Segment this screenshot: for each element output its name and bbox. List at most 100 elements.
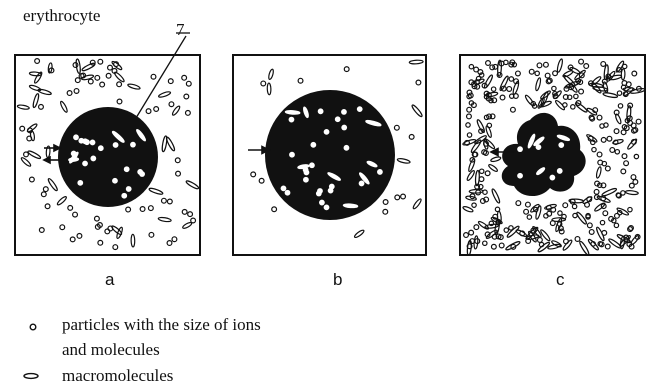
small-particle: [467, 133, 471, 137]
macromolecule-particle: [515, 229, 527, 238]
small-particle: [324, 129, 329, 134]
small-particle: [597, 115, 602, 120]
small-particle: [602, 231, 607, 236]
small-particle: [154, 107, 159, 112]
small-particle: [601, 62, 606, 67]
macromolecule-particle: [268, 69, 274, 80]
small-particle: [359, 181, 364, 186]
small-particle: [557, 169, 562, 174]
small-particle: [98, 59, 103, 64]
small-particle: [39, 104, 44, 109]
small-particle: [24, 152, 29, 157]
small-particle: [90, 140, 95, 145]
macromolecule-particle: [490, 156, 501, 162]
macromolecule-particle: [158, 217, 171, 223]
small-particle: [70, 237, 75, 242]
small-particle: [335, 117, 340, 122]
erythrocyte-cell-c: [502, 113, 586, 196]
small-particle: [493, 64, 498, 69]
small-particle: [357, 107, 362, 112]
small-particle: [589, 230, 594, 235]
small-particle: [261, 81, 266, 86]
erythrocyte-cell-b: [265, 90, 395, 220]
small-particle: [629, 183, 634, 188]
small-particle: [607, 136, 612, 141]
small-particle: [395, 195, 400, 200]
small-particle: [184, 94, 189, 99]
small-particle: [563, 103, 567, 107]
small-particle: [35, 59, 40, 64]
small-particle: [79, 138, 84, 143]
small-particle: [507, 87, 512, 92]
small-particle: [113, 245, 118, 250]
small-particle: [605, 166, 610, 171]
small-particle: [108, 65, 113, 70]
small-particle: [545, 73, 550, 78]
small-particle: [587, 223, 592, 228]
small-particle: [117, 99, 122, 104]
macromolecule-particle: [158, 91, 171, 98]
small-particle: [186, 111, 191, 116]
macromolecule-particle: [579, 240, 590, 255]
small-particle: [594, 189, 599, 194]
small-particle: [91, 156, 96, 161]
small-particle: [88, 79, 93, 84]
small-particle: [298, 78, 303, 83]
small-particle: [149, 232, 154, 237]
small-particle: [60, 225, 65, 230]
small-particle: [126, 207, 131, 212]
macromolecule-particle: [47, 178, 58, 192]
small-particle: [169, 102, 174, 107]
small-particle: [601, 138, 606, 143]
small-particle: [516, 201, 521, 206]
macromolecule-particle: [491, 188, 501, 204]
small-particle: [603, 211, 608, 216]
macromolecule-particle: [615, 60, 625, 73]
small-particle: [526, 202, 531, 207]
small-particle: [176, 171, 181, 176]
small-particle: [289, 117, 294, 122]
macromolecule-particle: [29, 84, 41, 91]
macromolecule-particle: [149, 187, 164, 195]
small-particle: [43, 187, 48, 192]
macromolecule-particle: [625, 190, 638, 195]
small-particle: [550, 175, 555, 180]
small-particle: [167, 199, 172, 204]
small-particle: [469, 230, 474, 235]
macromolecule-particle: [30, 131, 35, 141]
small-particle: [281, 186, 286, 191]
small-particle: [251, 172, 256, 177]
small-particle: [579, 59, 584, 64]
macromolecule-particle: [595, 226, 605, 241]
small-particle: [632, 71, 637, 76]
small-particle: [394, 125, 399, 130]
macromolecule-particle: [397, 158, 410, 164]
small-particle: [324, 205, 329, 210]
panel-label-a: a: [105, 270, 114, 290]
small-particle: [485, 171, 490, 176]
small-particle: [304, 177, 309, 182]
macromolecule-particle: [131, 234, 135, 247]
small-particle: [558, 211, 562, 215]
small-particle: [151, 74, 156, 79]
small-particle: [553, 71, 558, 76]
legend-small-particle-symbol: [30, 324, 36, 330]
small-particle: [383, 209, 388, 214]
small-particle: [303, 167, 308, 172]
small-particle: [83, 161, 88, 166]
small-particle: [290, 152, 295, 157]
macromolecule-particle: [27, 150, 41, 160]
small-particle: [617, 91, 621, 95]
small-particle: [20, 126, 25, 131]
macromolecule-particle: [182, 221, 193, 229]
small-particle: [614, 129, 619, 134]
small-particle: [131, 142, 136, 147]
small-particle: [486, 61, 491, 66]
small-particle: [310, 163, 315, 168]
small-particle: [491, 87, 495, 91]
small-particle: [126, 187, 131, 192]
small-particle: [98, 240, 103, 245]
small-particle: [605, 244, 610, 249]
macromolecule-particle: [17, 104, 29, 110]
small-particle: [188, 212, 193, 217]
